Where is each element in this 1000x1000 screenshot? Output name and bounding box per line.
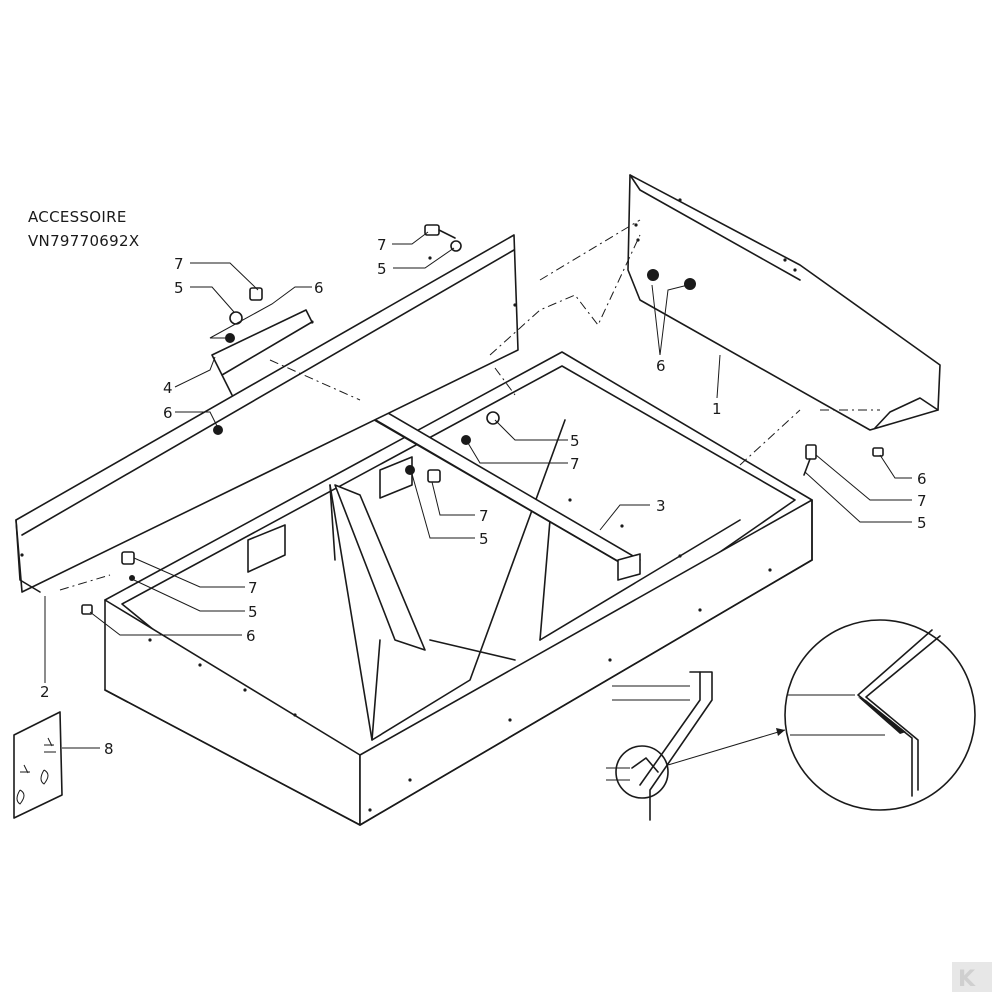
- hopper-frame: [104, 351, 813, 826]
- callout-5: 5: [917, 514, 927, 532]
- assembly-guide-lines: [269, 219, 641, 401]
- callout-7: 7: [570, 455, 580, 473]
- cover-panel-part-2: [15, 234, 519, 593]
- callout-6: 6: [246, 627, 256, 645]
- brand-logo-icon: K: [952, 962, 992, 992]
- callout-5: 5: [570, 432, 580, 450]
- header-accessory-label: ACCESSOIRE: [28, 208, 127, 226]
- washer-icon: [129, 575, 135, 581]
- callout-5: 5: [174, 279, 184, 297]
- frame-rivets: [148, 498, 772, 812]
- bolt-icon: [872, 447, 884, 457]
- callout-7: 7: [174, 255, 184, 273]
- callout-5: 5: [248, 603, 258, 621]
- nut-icon: [405, 465, 415, 475]
- callout-5: 5: [377, 260, 387, 278]
- bolt-icon: [803, 444, 817, 476]
- callout-3: 3: [656, 497, 666, 515]
- hopper-cutout-left: [247, 524, 286, 573]
- nut-icon: [81, 604, 93, 615]
- nut-icon: [647, 269, 659, 281]
- leader-lines: [44, 231, 912, 749]
- bolt-icon: [427, 469, 441, 483]
- detail-circle-large: [784, 619, 976, 811]
- header-part-number: VN79770692X: [28, 232, 139, 250]
- callout-7: 7: [377, 236, 387, 254]
- hopper-funnel: [329, 419, 566, 741]
- hopper-divider-plate: [334, 484, 426, 651]
- detail-circle-small: [615, 745, 669, 799]
- callout-7: 7: [479, 507, 489, 525]
- callout-1: 1: [712, 400, 722, 418]
- warning-sticker-icon: [13, 711, 63, 819]
- cover-panel-part-1: [627, 174, 941, 466]
- callout-7: 7: [917, 492, 927, 510]
- callout-6: 6: [314, 279, 324, 297]
- callout-6: 6: [917, 470, 927, 488]
- washer-icon: [229, 311, 243, 325]
- callout-8: 8: [104, 740, 114, 758]
- bracket-profile-detail: [606, 671, 786, 821]
- diagram-header: ACCESSOIRE VN79770692X: [28, 208, 139, 250]
- nut-icon: [213, 425, 223, 435]
- bolt-icon: [249, 287, 263, 301]
- svg-text:K: K: [958, 967, 976, 992]
- bolt-icon: [424, 224, 456, 239]
- callout-2: 2: [40, 683, 50, 701]
- callout-5: 5: [479, 530, 489, 548]
- magnified-detail: [784, 619, 976, 811]
- cover-panel-1-rivets: [634, 198, 797, 272]
- nut-icon: [461, 435, 471, 445]
- callout-6: 6: [163, 404, 173, 422]
- nut-icon: [684, 278, 696, 290]
- callout-labels: 7 5 6 4 6 7 5 5 7 7 5 3 6 1 6 7 5 7 5 6 …: [40, 236, 927, 758]
- callout-6: 6: [656, 357, 666, 375]
- bolt-icon: [121, 551, 135, 565]
- callout-7: 7: [248, 579, 258, 597]
- callout-4: 4: [163, 379, 173, 397]
- strip-part-4: [211, 309, 313, 396]
- hopper-cutout-right: [379, 456, 413, 499]
